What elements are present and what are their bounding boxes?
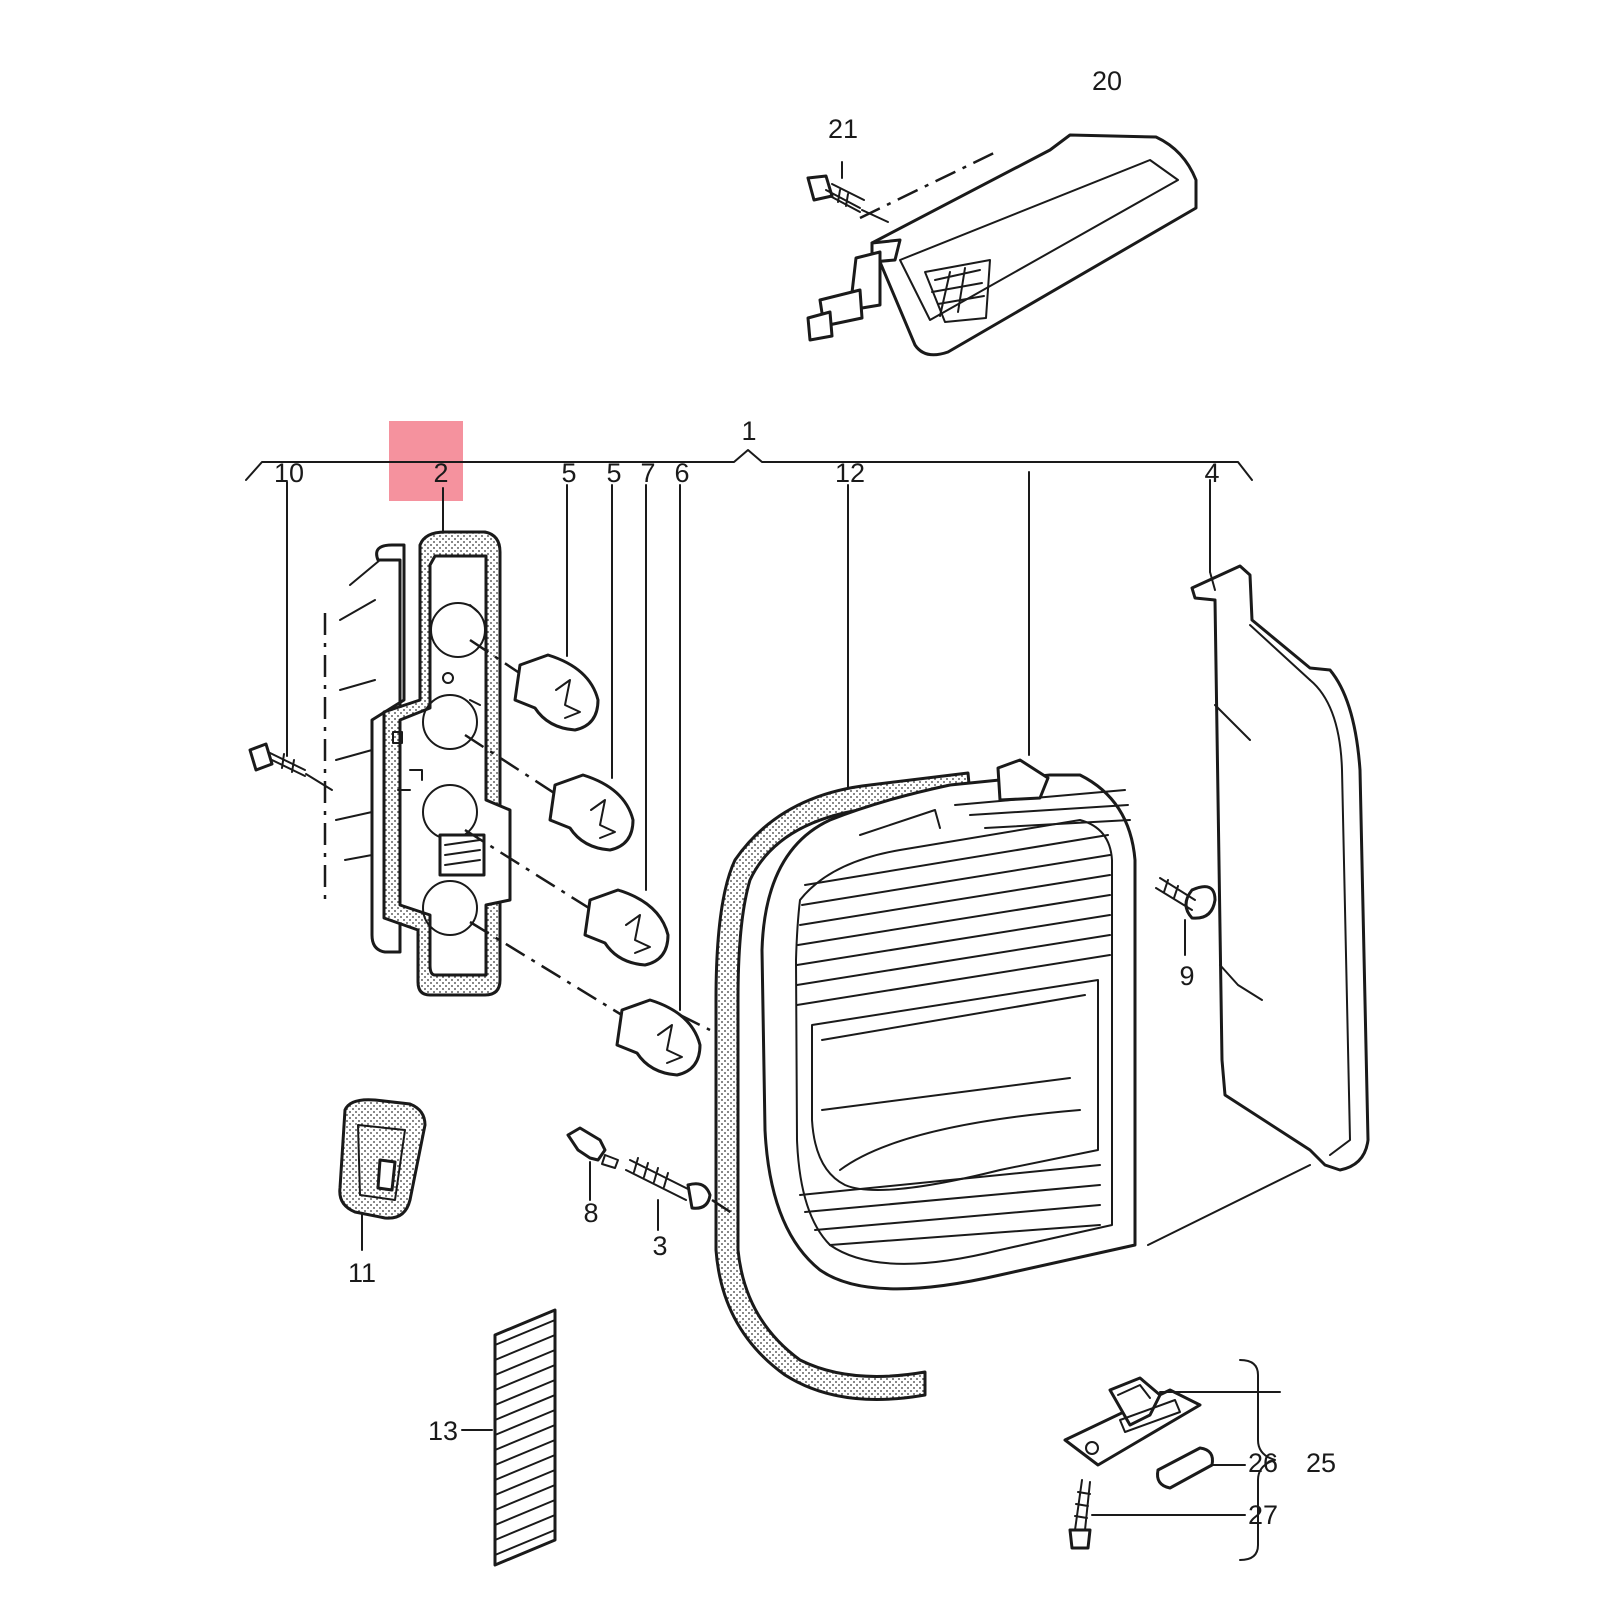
part-8-plug	[566, 1126, 619, 1201]
main-lens	[760, 758, 1137, 1291]
label-10: 10	[274, 458, 304, 488]
bulb-6	[615, 998, 702, 1077]
bulb-7	[583, 888, 670, 967]
part-26-bulb	[1156, 1446, 1246, 1490]
part-9-screw	[1155, 877, 1217, 956]
label-27: 27	[1248, 1500, 1278, 1530]
label-4: 4	[1204, 458, 1219, 488]
label-26: 26	[1248, 1448, 1278, 1478]
part-25-plate-light	[1063, 1359, 1281, 1561]
part-11-grommet	[338, 1098, 427, 1251]
part-10-screw	[248, 742, 333, 791]
part-21-screw	[806, 161, 889, 223]
label-5a: 5	[561, 458, 576, 488]
label-25: 25	[1306, 1448, 1336, 1478]
label-20: 20	[1092, 66, 1122, 96]
label-12: 12	[835, 458, 865, 488]
bulb-5b	[548, 773, 635, 852]
label-7: 7	[640, 458, 655, 488]
label-2: 2	[433, 458, 448, 488]
label-6: 6	[674, 458, 689, 488]
part-2-bulb-holder	[323, 530, 512, 997]
label-21: 21	[828, 114, 858, 144]
label-5b: 5	[606, 458, 621, 488]
part-27-screw	[1068, 1479, 1246, 1550]
label-13: 13	[428, 1416, 458, 1446]
label-8: 8	[583, 1198, 598, 1228]
leader-bulb-3	[464, 828, 601, 917]
label-1: 1	[741, 416, 756, 446]
part-13-label	[461, 1308, 557, 1567]
label-11: 11	[348, 1258, 376, 1288]
bracket-1	[245, 449, 1253, 1011]
label-9: 9	[1179, 961, 1194, 991]
part-12-seal	[714, 771, 972, 1401]
label-3: 3	[652, 1231, 667, 1261]
part-4-side-reflector	[1147, 564, 1370, 1246]
leader-bulb-2	[464, 733, 566, 802]
bulb-5a	[513, 653, 600, 732]
part-3-bolt	[625, 1157, 736, 1231]
part-20-brake-light	[806, 133, 1198, 357]
leader-bulb-4	[469, 920, 631, 1022]
